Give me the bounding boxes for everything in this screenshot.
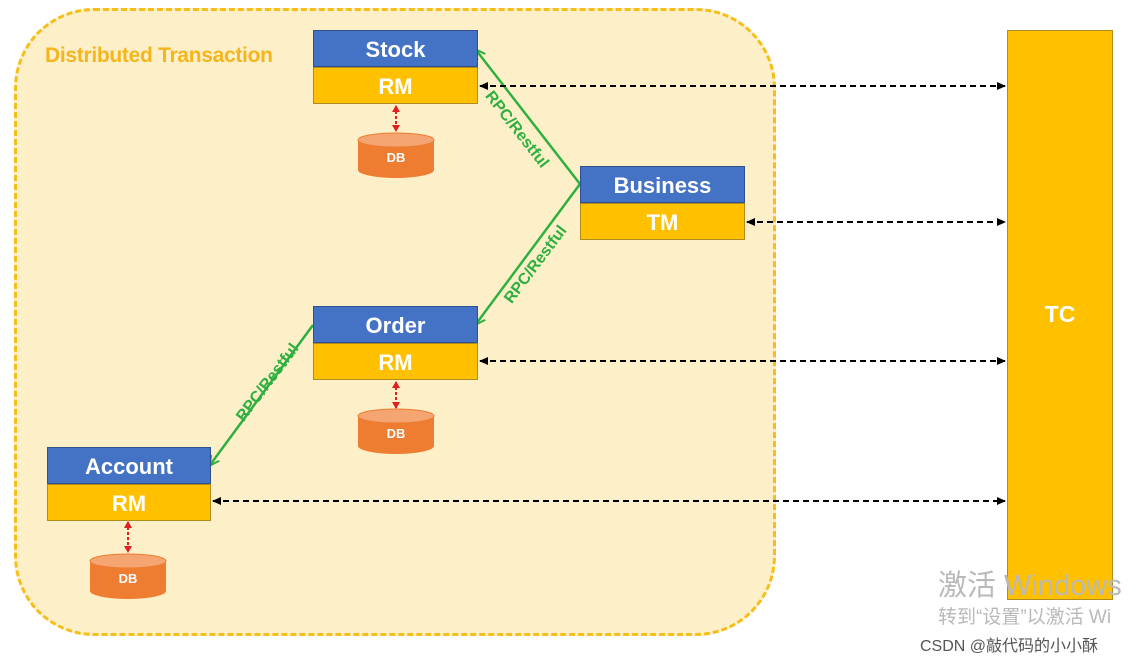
activation-watermark-title: 激活 Windows xyxy=(938,570,1122,602)
order-db: DB xyxy=(357,408,435,454)
rpc-arrow-order-to-account xyxy=(210,324,315,465)
rpc-arrow-business-to-stock xyxy=(476,50,581,185)
db-label: DB xyxy=(386,150,406,165)
stock-label: Stock xyxy=(313,30,478,67)
db-label: DB xyxy=(386,426,406,441)
order-node: Order RM xyxy=(313,306,478,380)
account-db: DB xyxy=(89,553,167,599)
account-node: Account RM xyxy=(47,447,211,521)
stock-role: RM xyxy=(313,67,478,104)
activation-watermark-subtitle: 转到“设置”以激活 Wi xyxy=(938,607,1112,628)
region-title: Distributed Transaction xyxy=(45,44,273,67)
business-label: Business xyxy=(580,166,745,203)
stock-node: Stock RM xyxy=(313,30,478,104)
account-label: Account xyxy=(47,447,211,484)
order-label: Order xyxy=(313,306,478,343)
stock-db: DB xyxy=(357,132,435,178)
business-role: TM xyxy=(580,203,745,240)
account-role: RM xyxy=(47,484,211,521)
tc-label: TC xyxy=(1044,301,1076,327)
rpc-arrow-business-to-order xyxy=(476,183,582,324)
transaction-coordinator: TC xyxy=(1007,30,1113,600)
order-role: RM xyxy=(313,343,478,380)
author-credit: CSDN @敲代码的小小酥 xyxy=(920,638,1099,655)
business-node: Business TM xyxy=(580,166,745,240)
db-label: DB xyxy=(118,571,138,586)
